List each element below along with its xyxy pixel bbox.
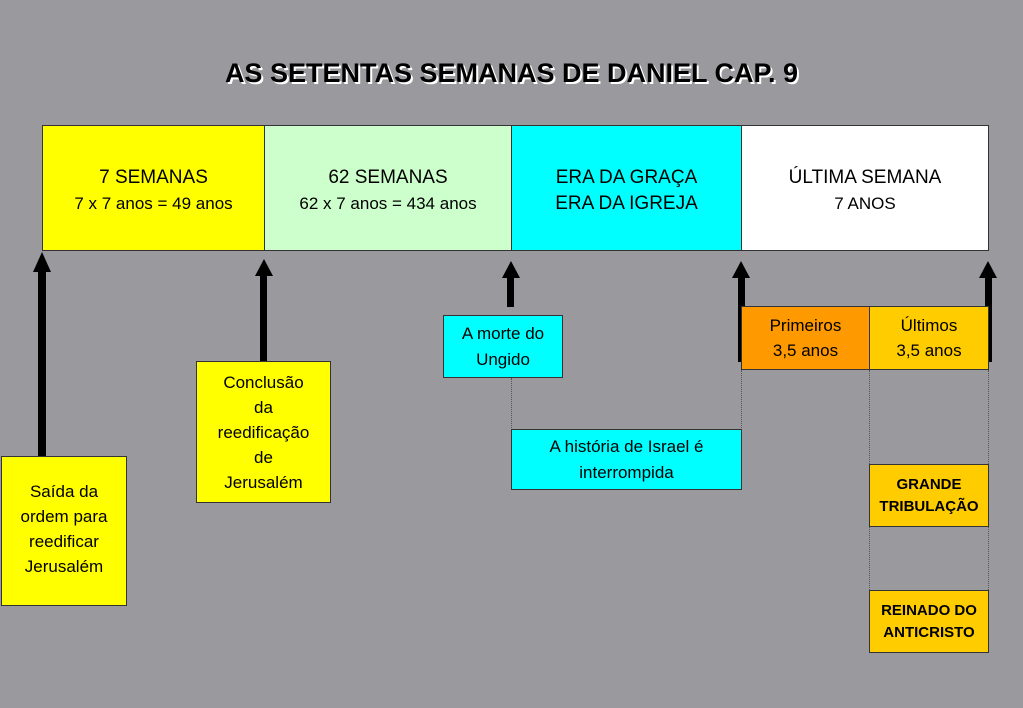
box-line: 3,5 anos xyxy=(896,341,962,360)
box-morte-do-ungido: A morte do Ungido xyxy=(443,315,563,378)
box-line: A história de Israel é xyxy=(549,436,704,456)
dotted-connector xyxy=(988,370,989,464)
dotted-connector xyxy=(511,378,512,430)
segment-detail: ERA DA IGREJA xyxy=(555,193,698,214)
box-line: de xyxy=(254,447,273,467)
box-historia-interrompida: A história de Israel é interrompida xyxy=(511,429,742,490)
segment-era-da-graca: ERA DA GRAÇA ERA DA IGREJA xyxy=(511,125,742,251)
box-line: reedificação xyxy=(217,422,310,442)
box-line: Jerusalém xyxy=(24,557,104,576)
box-line: da xyxy=(254,397,273,417)
box-line: Saída da xyxy=(29,482,99,501)
box-line: reedificar xyxy=(29,532,99,551)
dotted-connector xyxy=(869,527,870,590)
box-line: GRANDE xyxy=(896,475,962,493)
dotted-connector xyxy=(741,370,742,430)
arrow-saida xyxy=(33,252,51,457)
arrow-conclusao xyxy=(255,259,273,362)
box-reinado-do-anticristo: REINADO DO ANTICRISTO xyxy=(869,590,989,653)
box-grande-tribulacao: GRANDE TRIBULAÇÃO xyxy=(869,464,989,527)
dotted-connector xyxy=(988,527,989,590)
box-line: Jerusalém xyxy=(224,472,303,492)
page-title: AS SETENTAS SEMANAS DE DANIEL CAP. 9 xyxy=(224,58,799,88)
box-line: 3,5 anos xyxy=(772,341,839,360)
box-line: Últimos xyxy=(900,316,958,335)
segment-detail: 62 x 7 anos = 434 anos xyxy=(299,194,477,213)
segment-label: 62 SEMANAS xyxy=(328,167,448,188)
segment-label: 7 SEMANAS xyxy=(99,167,208,188)
box-line: REINADO DO xyxy=(881,601,977,619)
segment-7-semanas: 7 SEMANAS 7 x 7 anos = 49 anos xyxy=(42,125,265,251)
box-line: TRIBULAÇÃO xyxy=(879,497,979,515)
segment-62-semanas: 62 SEMANAS 62 x 7 anos = 434 anos xyxy=(264,125,512,251)
segment-ultima-semana: ÚLTIMA SEMANA 7 ANOS xyxy=(741,125,989,251)
segment-label: ERA DA GRAÇA xyxy=(555,167,698,188)
segment-detail: 7 ANOS xyxy=(834,194,896,213)
box-line: Conclusão xyxy=(223,372,304,392)
dotted-connector xyxy=(869,370,870,464)
arrow-morte xyxy=(502,261,520,307)
box-line: interrompida xyxy=(579,462,674,482)
segment-detail: 7 x 7 anos = 49 anos xyxy=(74,194,233,213)
box-ultimos-3-5-anos: Últimos 3,5 anos xyxy=(869,306,989,370)
box-saida-da-ordem: Saída da ordem para reedificar Jerusalém xyxy=(1,456,127,606)
box-line: ANTICRISTO xyxy=(883,623,975,641)
box-line: Ungido xyxy=(476,349,530,369)
segment-label: ÚLTIMA SEMANA xyxy=(788,167,942,188)
box-line: A morte do xyxy=(461,323,545,343)
box-conclusao: Conclusão da reedificação de Jerusalém xyxy=(196,361,331,503)
box-line: ordem para xyxy=(20,507,108,526)
box-line: Primeiros xyxy=(769,316,842,335)
box-primeiros-3-5-anos: Primeiros 3,5 anos xyxy=(741,306,870,370)
